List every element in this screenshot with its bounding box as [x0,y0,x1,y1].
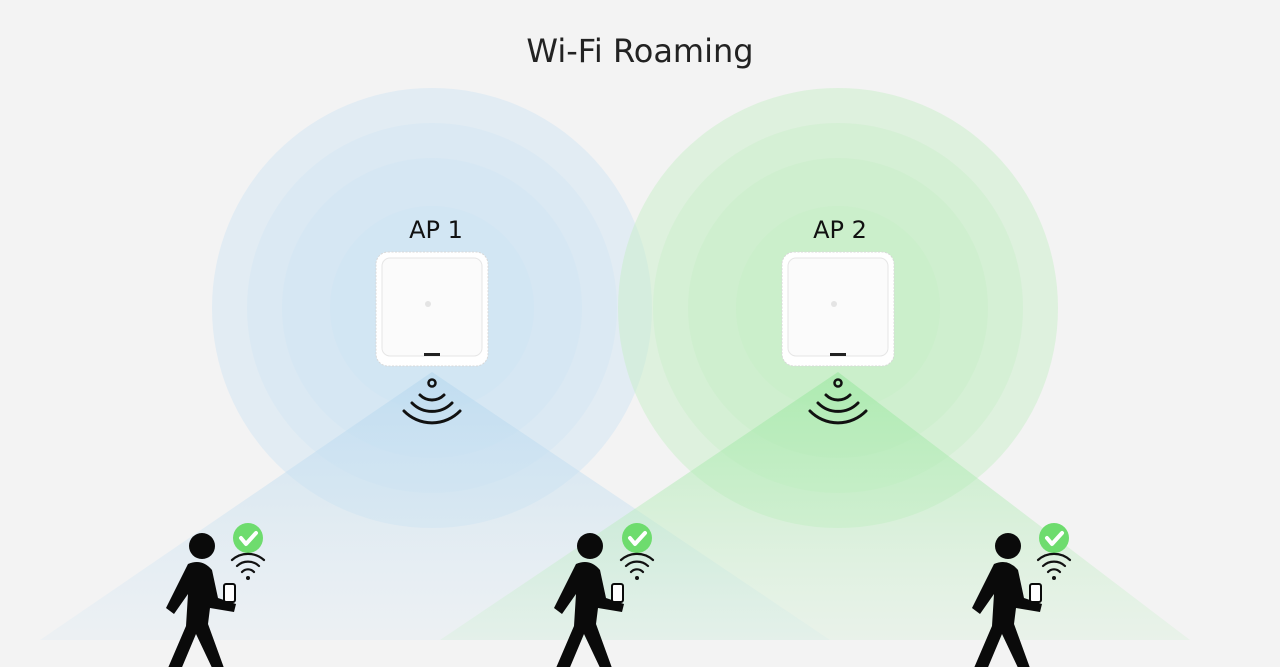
ap2-label: AP 2 [813,216,867,244]
connected-check-icon [620,521,654,555]
ap2-device [781,251,895,367]
ap1-label: AP 1 [409,216,463,244]
connected-check-icon [231,521,265,555]
connected-check-icon [1037,521,1071,555]
diagram-title: Wi-Fi Roaming [526,32,754,70]
ap1-device [375,251,489,367]
